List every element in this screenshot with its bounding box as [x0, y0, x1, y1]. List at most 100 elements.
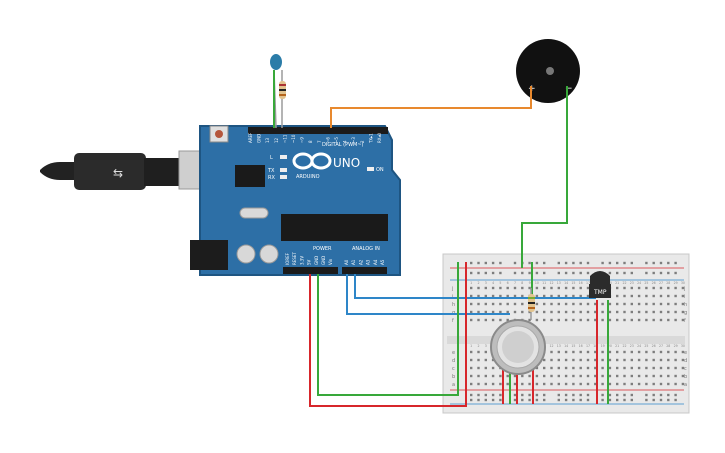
- breadboard-hole[interactable]: [491, 382, 495, 386]
- breadboard-hole[interactable]: [623, 302, 626, 306]
- breadboard-hole[interactable]: [470, 374, 473, 378]
- breadboard-hole[interactable]: [637, 302, 641, 306]
- breadboard-hole[interactable]: [637, 294, 641, 298]
- breadboard-hole[interactable]: [645, 374, 648, 378]
- breadboard-hole[interactable]: [681, 374, 685, 378]
- breadboard-hole[interactable]: [616, 398, 619, 402]
- breadboard-hole[interactable]: [674, 310, 677, 314]
- breadboard-hole[interactable]: [616, 271, 619, 275]
- breadboard-hole[interactable]: [477, 350, 480, 354]
- breadboard-hole[interactable]: [477, 358, 480, 362]
- breadboard-hole[interactable]: [674, 350, 677, 354]
- breadboard-hole[interactable]: [477, 374, 480, 378]
- breadboard-hole[interactable]: [550, 310, 553, 314]
- breadboard-hole[interactable]: [564, 350, 568, 354]
- breadboard-hole[interactable]: [564, 261, 568, 265]
- breadboard-hole[interactable]: [491, 393, 495, 397]
- breadboard-hole[interactable]: [652, 350, 655, 354]
- breadboard-hole[interactable]: [652, 302, 655, 306]
- breadboard-hole[interactable]: [608, 398, 612, 402]
- breadboard-hole[interactable]: [659, 318, 663, 322]
- breadboard-hole[interactable]: [586, 382, 590, 386]
- breadboard-hole[interactable]: [499, 310, 502, 314]
- breadboard-hole[interactable]: [470, 318, 473, 322]
- breadboard-hole[interactable]: [572, 294, 575, 298]
- breadboard-hole[interactable]: [616, 382, 619, 386]
- breadboard-hole[interactable]: [674, 382, 677, 386]
- breadboard-hole[interactable]: [681, 286, 685, 290]
- led-resistor[interactable]: [279, 70, 286, 128]
- breadboard-hole[interactable]: [564, 286, 568, 290]
- breadboard-hole[interactable]: [579, 302, 582, 306]
- breadboard-hole[interactable]: [528, 393, 531, 397]
- breadboard-hole[interactable]: [652, 294, 655, 298]
- breadboard-hole[interactable]: [674, 318, 677, 322]
- breadboard-hole[interactable]: [491, 271, 495, 275]
- breadboard-hole[interactable]: [645, 302, 648, 306]
- wire-orange-pin7-buzzer[interactable]: [330, 86, 532, 128]
- breadboard-hole[interactable]: [659, 398, 663, 402]
- wire-green-gnd[interactable]: [317, 262, 459, 396]
- breadboard-hole[interactable]: [608, 358, 612, 362]
- gas-sensor[interactable]: [490, 319, 546, 375]
- breadboard-hole[interactable]: [667, 374, 670, 378]
- breadboard-hole[interactable]: [535, 294, 539, 298]
- breadboard-hole[interactable]: [586, 366, 590, 370]
- breadboard-hole[interactable]: [528, 382, 531, 386]
- breadboard-hole[interactable]: [550, 286, 553, 290]
- breadboard-hole[interactable]: [543, 393, 546, 397]
- breadboard-hole[interactable]: [659, 286, 663, 290]
- wire-blue-a0[interactable]: [346, 274, 510, 315]
- breadboard-hole[interactable]: [484, 350, 487, 354]
- breadboard-hole[interactable]: [637, 358, 641, 362]
- breadboard-hole[interactable]: [623, 261, 626, 265]
- breadboard-hole[interactable]: [528, 261, 531, 265]
- breadboard-hole[interactable]: [579, 358, 582, 362]
- breadboard-hole[interactable]: [674, 366, 677, 370]
- breadboard-hole[interactable]: [608, 374, 612, 378]
- breadboard-hole[interactable]: [623, 382, 626, 386]
- breadboard-hole[interactable]: [491, 398, 495, 402]
- breadboard-hole[interactable]: [652, 318, 655, 322]
- breadboard-hole[interactable]: [608, 310, 612, 314]
- breadboard-hole[interactable]: [667, 358, 670, 362]
- breadboard-hole[interactable]: [513, 382, 517, 386]
- breadboard-hole[interactable]: [484, 286, 487, 290]
- breadboard-hole[interactable]: [630, 393, 633, 397]
- breadboard-hole[interactable]: [550, 318, 553, 322]
- breadboard-hole[interactable]: [586, 310, 590, 314]
- breadboard-hole[interactable]: [470, 310, 473, 314]
- breadboard-hole[interactable]: [586, 358, 590, 362]
- breadboard-hole[interactable]: [506, 302, 509, 306]
- breadboard-hole[interactable]: [623, 398, 626, 402]
- breadboard-hole[interactable]: [557, 318, 560, 322]
- breadboard-hole[interactable]: [557, 302, 560, 306]
- breadboard-hole[interactable]: [594, 382, 597, 386]
- breadboard-hole[interactable]: [586, 294, 590, 298]
- breadboard-hole[interactable]: [659, 358, 663, 362]
- breadboard-hole[interactable]: [535, 286, 539, 290]
- breadboard-hole[interactable]: [572, 318, 575, 322]
- breadboard-hole[interactable]: [681, 302, 685, 306]
- breadboard-hole[interactable]: [608, 271, 612, 275]
- breadboard-hole[interactable]: [645, 271, 648, 275]
- breadboard-hole[interactable]: [594, 310, 597, 314]
- breadboard-hole[interactable]: [645, 382, 648, 386]
- breadboard-hole[interactable]: [564, 374, 568, 378]
- breadboard-hole[interactable]: [557, 286, 560, 290]
- breadboard-hole[interactable]: [681, 318, 685, 322]
- breadboard-hole[interactable]: [470, 366, 473, 370]
- breadboard-hole[interactable]: [572, 358, 575, 362]
- breadboard-hole[interactable]: [572, 350, 575, 354]
- breadboard-hole[interactable]: [572, 374, 575, 378]
- breadboard-hole[interactable]: [535, 302, 539, 306]
- breadboard-hole[interactable]: [513, 294, 517, 298]
- breadboard-hole[interactable]: [601, 366, 604, 370]
- breadboard-hole[interactable]: [477, 382, 480, 386]
- breadboard-hole[interactable]: [484, 382, 487, 386]
- breadboard-hole[interactable]: [543, 271, 546, 275]
- breadboard-hole[interactable]: [528, 374, 531, 378]
- breadboard-hole[interactable]: [564, 398, 568, 402]
- breadboard-hole[interactable]: [543, 318, 546, 322]
